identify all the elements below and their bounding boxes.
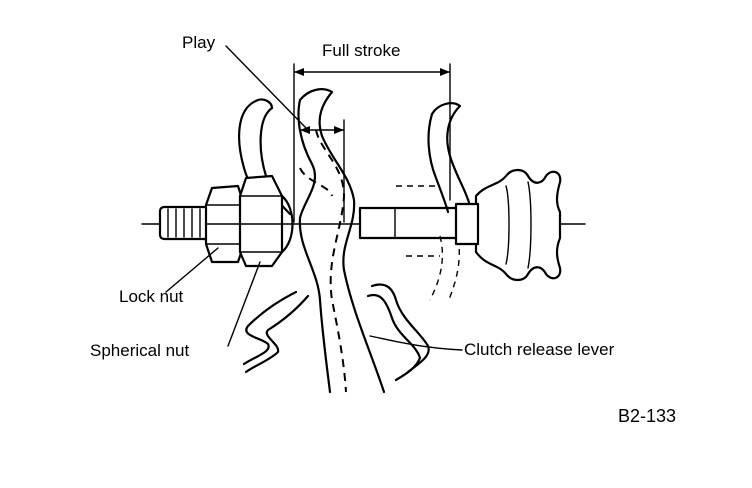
play-dimension bbox=[299, 119, 345, 223]
lock-nut bbox=[204, 184, 246, 264]
full-stroke-dimension bbox=[293, 63, 451, 223]
figure-code: B2-133 bbox=[618, 406, 676, 426]
label-play: Play bbox=[182, 33, 216, 52]
spherical-nut bbox=[238, 174, 294, 268]
label-full-stroke: Full stroke bbox=[322, 41, 400, 60]
leader-lines bbox=[165, 45, 463, 351]
clutch-release-lever bbox=[297, 88, 386, 394]
label-lock-nut: Lock nut bbox=[119, 287, 184, 306]
housing-hook-right bbox=[396, 102, 472, 303]
housing-hook-lower bbox=[242, 283, 430, 382]
label-clutch-release-lever: Clutch release lever bbox=[464, 340, 615, 359]
label-spherical-nut: Spherical nut bbox=[90, 341, 190, 360]
rubber-boot bbox=[454, 168, 562, 282]
